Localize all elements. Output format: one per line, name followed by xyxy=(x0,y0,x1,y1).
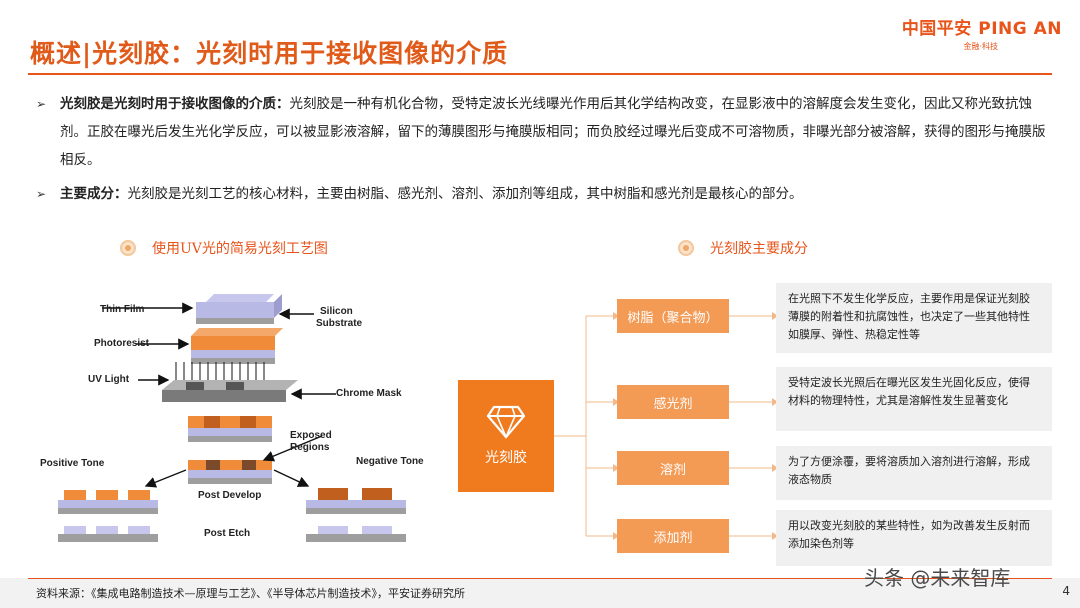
develop-wafer xyxy=(188,460,272,484)
label-positive-tone: Positive Tone xyxy=(40,458,105,469)
right-section-title: 光刻胶主要成分 xyxy=(710,241,808,257)
label-chrome-mask: Chrome Mask xyxy=(336,388,402,399)
bullet-heading: 主要成分： xyxy=(60,186,128,202)
desc-additive: 用以改变光刻胶的某些特性，如为改善发生反射而添加染色剂等 xyxy=(776,510,1052,566)
watermark: 头条 @未来智库 xyxy=(864,566,1011,590)
process-arrows xyxy=(102,302,336,488)
label-uv-light: UV Light xyxy=(88,374,130,385)
bullet-heading: 光刻胶是光刻时用于接收图像的介质： xyxy=(60,96,290,112)
arrow-bullet-icon: ➢ xyxy=(36,97,47,111)
left-section-header: 使用UV光的简易光刻工艺图 xyxy=(120,238,328,258)
component-resin: 树脂（聚合物） xyxy=(617,299,729,333)
brand-logo: 中国平安 PING AN 金融·科技 xyxy=(902,14,1062,52)
diamond-icon xyxy=(486,405,526,439)
photoresist-wafer xyxy=(191,328,283,364)
negative-develop-wafer xyxy=(306,488,406,514)
lithography-diagram: Thin Film Silicon Substrate Photoresist … xyxy=(36,290,436,558)
logo-tagline: 金融·科技 xyxy=(963,42,998,51)
desc-solvent: 为了方便涂覆，要将溶质加入溶剂进行溶解，形成液态物质 xyxy=(776,446,1052,500)
positive-etch-wafer xyxy=(58,526,158,542)
label-substrate: Substrate xyxy=(316,318,363,329)
label-negative-tone: Negative Tone xyxy=(356,456,424,467)
header-divider xyxy=(28,73,1052,75)
label-silicon: Silicon xyxy=(320,306,353,317)
footer-bar xyxy=(0,578,1080,608)
component-additive: 添加剂 xyxy=(617,519,729,553)
component-solvent: 溶剂 xyxy=(617,451,729,485)
exposed-wafer xyxy=(188,416,272,442)
label-thin-film: Thin Film xyxy=(100,304,145,315)
desc-resin: 在光照下不发生化学反应，主要作用是保证光刻胶薄膜的附着性和抗腐蚀性，也决定了一些… xyxy=(776,283,1052,353)
chrome-mask xyxy=(162,380,298,402)
logo-text: 中国平安 PING AN xyxy=(901,19,1062,39)
bullet-body: 光刻胶是光刻工艺的核心材料，主要由树脂、感光剂、溶剂、添加剂等组成，其中树脂和感… xyxy=(127,186,803,202)
negative-etch-wafer xyxy=(306,526,406,542)
page-title: 概述|光刻胶：光刻时用于接收图像的介质 xyxy=(30,39,509,68)
lithography-illustration xyxy=(58,294,406,542)
bullet-list: ➢ 光刻胶是光刻时用于接收图像的介质：光刻胶是一种有机化合物，受特定波长光线曝光… xyxy=(36,90,1056,214)
section-dot-icon xyxy=(678,240,694,256)
center-label: 光刻胶 xyxy=(485,450,527,466)
positive-develop-wafer xyxy=(58,490,158,514)
bullet-item: ➢ 光刻胶是光刻时用于接收图像的介质：光刻胶是一种有机化合物，受特定波长光线曝光… xyxy=(36,90,1056,174)
label-regions: Regions xyxy=(290,442,330,453)
bullet-item: ➢ 主要成分：光刻胶是光刻工艺的核心材料，主要由树脂、感光剂、溶剂、添加剂等组成… xyxy=(36,180,1056,208)
desc-sensitizer: 受特定波长光照后在曝光区发生光固化反应，使得材料的物理特性，尤其是溶解性发生显著… xyxy=(776,367,1052,431)
bullet-text: 光刻胶是光刻时用于接收图像的介质：光刻胶是一种有机化合物，受特定波长光线曝光作用… xyxy=(60,90,1056,174)
component-sensitizer: 感光剂 xyxy=(617,385,729,419)
footer-divider xyxy=(28,578,1052,579)
bullet-body: 光刻胶是一种有机化合物，受特定波长光线曝光作用后其化学结构改变，在显影液中的溶解… xyxy=(60,96,1046,168)
bullet-text: 主要成分：光刻胶是光刻工艺的核心材料，主要由树脂、感光剂、溶剂、添加剂等组成，其… xyxy=(60,180,803,208)
label-post-etch: Post Etch xyxy=(204,528,251,539)
left-section-title: 使用UV光的简易光刻工艺图 xyxy=(152,241,328,257)
section-dot-icon xyxy=(120,240,136,256)
label-photoresist: Photoresist xyxy=(94,338,150,349)
thin-film-wafer xyxy=(196,294,282,324)
source-note: 资料来源：《集成电路制造技术—原理与工艺》、《半导体芯片制造技术》，平安证券研究… xyxy=(36,587,465,600)
label-exposed: Exposed xyxy=(290,430,332,441)
photoresist-center-box: 光刻胶 xyxy=(458,380,554,492)
label-post-develop: Post Develop xyxy=(198,490,262,501)
arrow-bullet-icon: ➢ xyxy=(36,187,47,201)
page-number: 4 xyxy=(1062,584,1070,598)
right-section-header: 光刻胶主要成分 xyxy=(678,238,808,258)
